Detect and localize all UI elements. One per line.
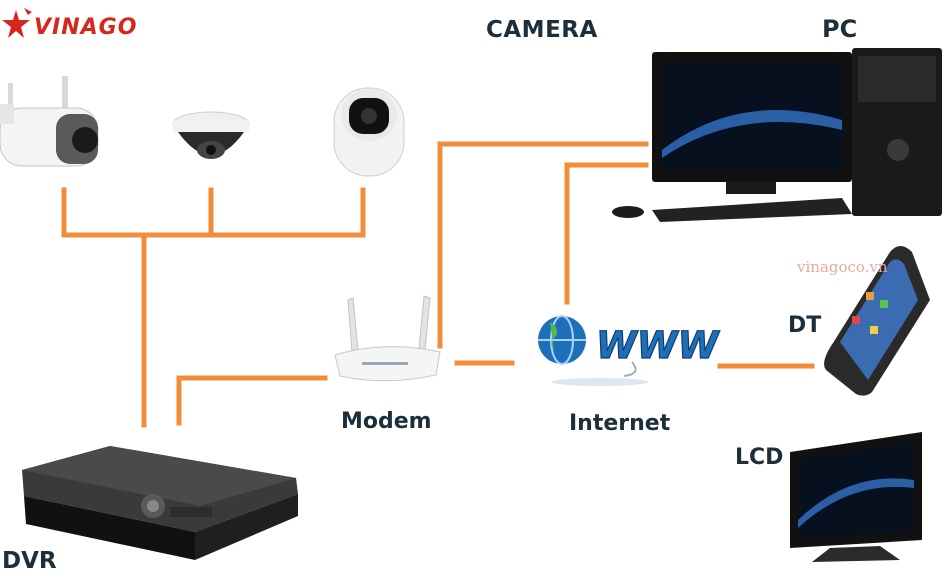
dome-camera-icon [172, 111, 250, 159]
router-icon [334, 295, 441, 382]
vinago-logo: VINAGO [2, 6, 182, 50]
ptz-camera-icon [333, 87, 405, 177]
modem-label: Modem [341, 409, 432, 434]
lcd-label: LCD [735, 445, 784, 470]
logo-text: VINAGO [34, 15, 138, 40]
bullet-camera-icon [0, 76, 99, 167]
dvr-label: DVR [2, 548, 57, 574]
watermark: vinagoco.vn [797, 258, 888, 276]
smartphone-icon [824, 246, 930, 396]
lcd-monitor-icon [790, 432, 922, 562]
camera-label: CAMERA [486, 17, 598, 43]
connection-lines [61, 141, 815, 428]
dvr-to-modem-line [176, 375, 328, 426]
modem-to-pc-line [437, 141, 649, 349]
dvr-recorder-icon [22, 446, 298, 560]
globe-www-icon [538, 315, 648, 386]
internet-label: Internet [569, 411, 671, 436]
star-logo-icon [2, 8, 32, 38]
globe-www-text: WWW [596, 324, 721, 367]
internet-to-pc-line [564, 162, 649, 305]
dt-label: DT [788, 313, 822, 338]
pc-label: PC [822, 15, 858, 43]
desktop-pc-icon [612, 48, 942, 222]
camera-bus-line [61, 187, 366, 238]
